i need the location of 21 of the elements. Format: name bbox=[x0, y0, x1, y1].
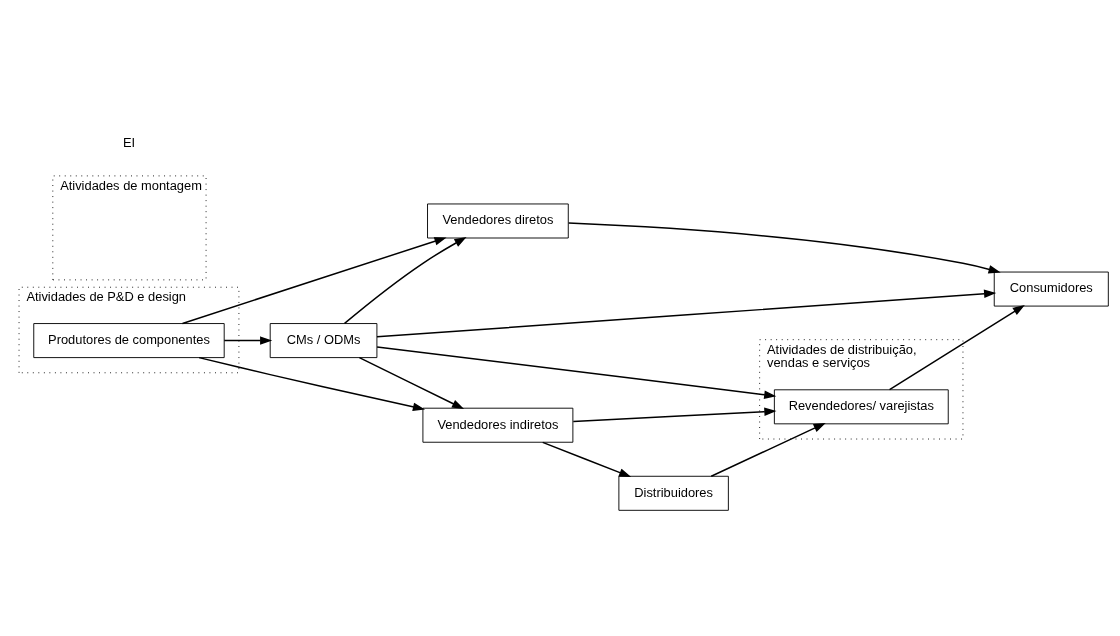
arrow bbox=[567, 221, 1001, 273]
arrow bbox=[888, 304, 1025, 390]
node-box: Produtores de componentes bbox=[33, 322, 225, 358]
node-box: Vendedores indiretos bbox=[422, 407, 574, 443]
arrow bbox=[376, 345, 777, 399]
node-box: Distribuidores bbox=[618, 475, 729, 511]
arrow bbox=[376, 289, 997, 338]
arrow bbox=[572, 406, 777, 422]
node-box: Atividades de montagem bbox=[52, 174, 207, 280]
arrow bbox=[358, 356, 465, 409]
arrow bbox=[343, 236, 467, 324]
arrow bbox=[198, 356, 426, 411]
arrow bbox=[541, 441, 632, 477]
node-box: Vendedores diretos bbox=[427, 203, 569, 238]
arrow bbox=[710, 422, 826, 477]
node-box: Consumidores bbox=[993, 271, 1109, 307]
node-box: CMs / ODMs bbox=[269, 322, 378, 358]
node-box: Revendedores/ varejistas bbox=[773, 388, 949, 424]
arrow bbox=[223, 335, 273, 345]
label: EI bbox=[122, 134, 136, 150]
arrow bbox=[181, 236, 447, 324]
